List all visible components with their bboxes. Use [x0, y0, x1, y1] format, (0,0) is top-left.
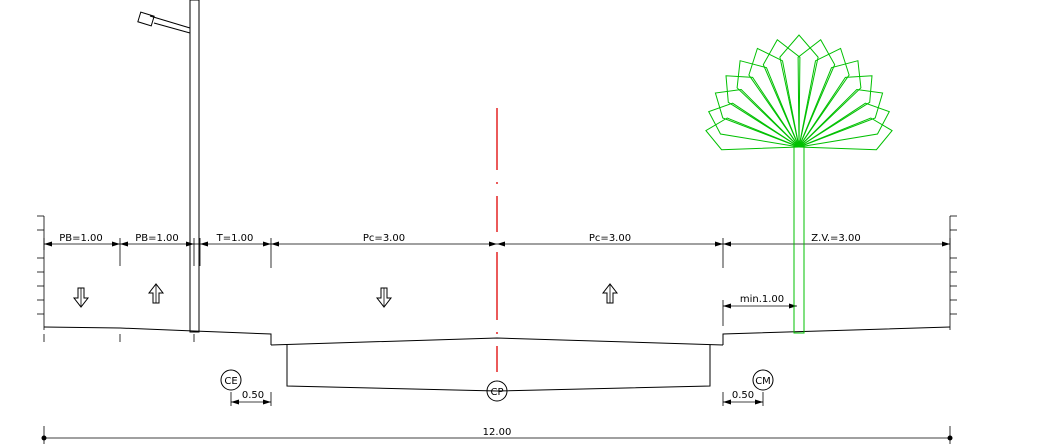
palm-frond: [779, 34, 819, 148]
dim-label-pb-1: PB=1.00: [59, 233, 103, 244]
dim-label-pc-right: Pc=3.00: [589, 233, 631, 244]
right-level-scale: [949, 215, 957, 330]
hollow-arrow-up-icon: [147, 283, 165, 304]
palm-frond: [762, 38, 801, 148]
top-dimension-line: PB=1.00 PB=1.00 T=1.00 Pc=3.00 Pc=3.00 Z…: [43, 233, 951, 268]
marker-cp-label: CP: [490, 387, 503, 398]
palm-frond: [705, 117, 800, 151]
palm-frond: [725, 75, 800, 148]
hollow-arrow-down-icon: [375, 287, 393, 308]
palm-frond: [736, 60, 800, 148]
street-lamp-icon: [137, 0, 200, 333]
marker-ce-label: CE: [224, 376, 237, 387]
palm-frond: [707, 102, 800, 148]
total-width-dimension: 12.00: [41, 426, 953, 444]
dim-label-offset-right: 0.50: [732, 390, 754, 401]
palm-frond: [798, 88, 884, 148]
left-level-scale: [37, 215, 45, 330]
marker-cm-label: CM: [755, 376, 771, 387]
marker-ce: CE 0.50: [220, 369, 272, 406]
palm-frond: [748, 47, 800, 148]
marker-cp: CP: [486, 380, 508, 402]
dim-label-t: T=1.00: [216, 233, 254, 244]
palm-frond: [797, 38, 836, 148]
dim-label-total: 12.00: [483, 427, 512, 438]
road-profile: min.1.00: [43, 294, 951, 392]
dim-label-min: min.1.00: [740, 294, 784, 305]
palm-frond: [798, 75, 873, 148]
dim-label-offset-left: 0.50: [242, 390, 264, 401]
palm-frond: [798, 117, 893, 151]
palm-frond: [714, 88, 800, 148]
palm-tree-icon: [705, 34, 893, 334]
dim-label-zv: Z.V.=3.00: [811, 233, 860, 244]
palm-frond: [798, 102, 891, 148]
dim-label-pb-2: PB=1.00: [135, 233, 179, 244]
palm-frond: [798, 47, 850, 148]
palm-frond: [798, 60, 862, 148]
hollow-arrow-up-icon: [601, 283, 619, 304]
marker-cm: CM 0.50: [722, 369, 774, 406]
dim-label-pc-left: Pc=3.00: [363, 233, 405, 244]
hollow-arrow-down-icon: [72, 287, 90, 308]
